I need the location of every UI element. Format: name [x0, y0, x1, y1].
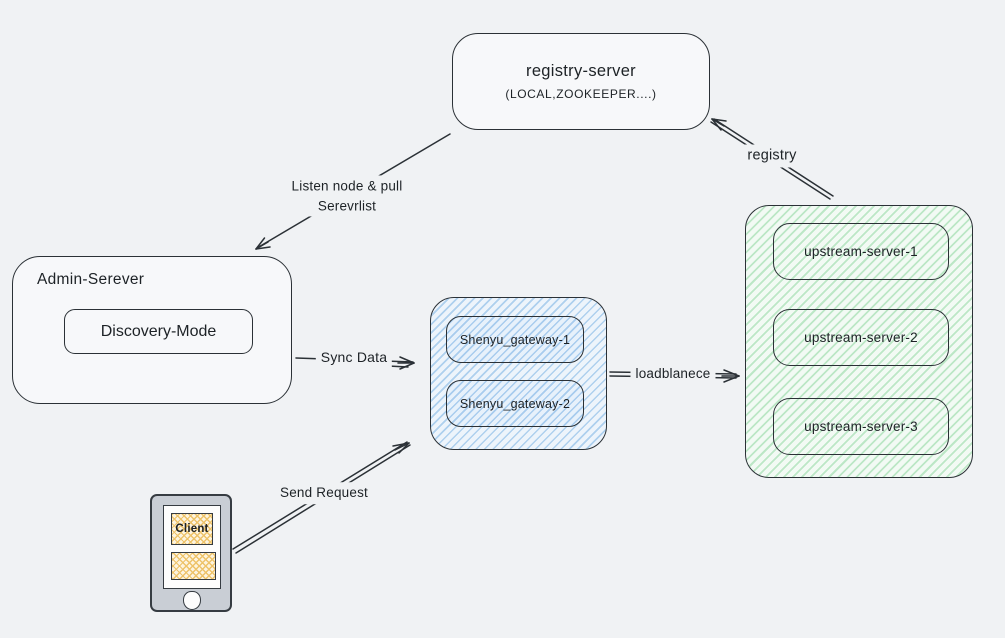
- registry-server-node: registry-server (LOCAL,ZOOKEEPER....): [452, 33, 710, 130]
- listen-arrow-label: Listen node & pull Serevrlist: [286, 175, 408, 217]
- phone-home-button-icon: [183, 591, 201, 610]
- upstream-server-2-node: upstream-server-2: [773, 309, 949, 366]
- listen-arrow-label-line2: Serevrlist: [317, 198, 377, 213]
- client-phone: Client: [150, 494, 232, 612]
- gateway-cluster-node: Shenyu_gateway-1 Shenyu_gateway-2: [430, 297, 607, 450]
- gateway-2-node: Shenyu_gateway-2: [446, 380, 584, 427]
- registry-server-title: registry-server: [526, 62, 636, 80]
- gateway-1-node: Shenyu_gateway-1: [446, 316, 584, 363]
- loadbalance-arrow-label: loadblanece: [630, 363, 716, 385]
- send-request-arrow-label: Send Request: [275, 482, 373, 504]
- admin-server-node: Admin-Serever Discovery-Mode: [12, 256, 292, 404]
- phone-screen: Client: [163, 505, 221, 589]
- registry-server-subtitle: (LOCAL,ZOOKEEPER....): [505, 87, 657, 101]
- upstream-cluster-node: upstream-server-1 upstream-server-2 upst…: [745, 205, 973, 478]
- sync-data-arrow-label: Sync Data: [315, 345, 393, 369]
- discovery-mode-node: Discovery-Mode: [64, 309, 253, 354]
- client-app-chip-2: [171, 552, 216, 580]
- listen-arrow-label-line1: Listen node & pull: [291, 178, 403, 194]
- registry-arrow-label: registry: [742, 144, 802, 168]
- admin-server-title: Admin-Serever: [37, 271, 145, 288]
- upstream-server-1-node: upstream-server-1: [773, 223, 949, 280]
- upstream-server-3-node: upstream-server-3: [773, 398, 949, 455]
- client-app-chip: Client: [171, 513, 213, 545]
